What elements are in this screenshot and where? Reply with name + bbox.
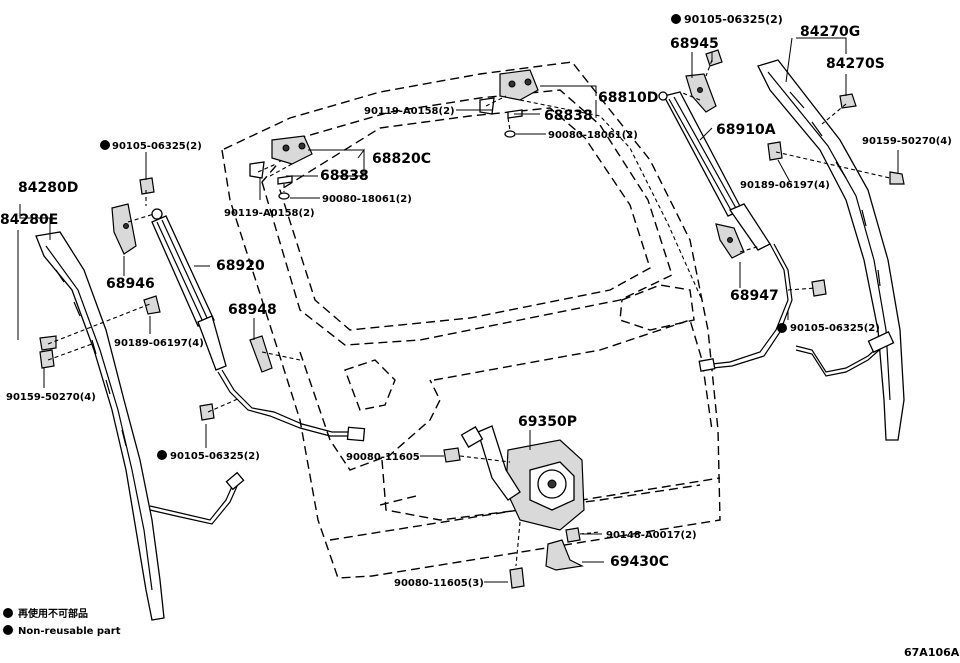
- label-68946: 68946: [106, 276, 155, 292]
- label-68910A: 68910A: [716, 122, 776, 138]
- bracket-69430C: [545, 539, 584, 571]
- legend: 再使用不可部品 Non-reusable part: [18, 607, 121, 637]
- label-90080-11605-3: 90080-11605(3): [394, 578, 484, 589]
- label-84270G: 84270G: [800, 24, 860, 40]
- label-90119-A0158-b: 90119-A0158(2): [224, 208, 315, 219]
- bracket-68946: [111, 203, 137, 255]
- label-90080-18061-b: 90080-18061(2): [322, 194, 412, 205]
- label-68820C: 68820C: [372, 151, 431, 167]
- fasteners: [39, 49, 905, 589]
- legend-en: Non-reusable part: [18, 626, 121, 637]
- label-90119-A0158-a: 90119-A0158(2): [364, 106, 455, 117]
- trim-panel-left: [35, 231, 165, 621]
- gas-strut-right: [658, 91, 771, 251]
- label-69430C: 69430C: [610, 554, 669, 570]
- label-84270S: 84270S: [826, 56, 885, 72]
- label-68920: 68920: [216, 258, 265, 274]
- leader-lines: [17, 37, 899, 583]
- label-68945: 68945: [670, 36, 719, 52]
- door-closer-motor: [460, 425, 585, 531]
- hinge-upper-left: [249, 135, 313, 179]
- label-90080-11605: 90080-11605: [346, 452, 420, 463]
- bracket-68948: [249, 335, 273, 373]
- label-90105-06325-top: 90105-06325(2): [684, 13, 783, 26]
- non-reusable-markers: [3, 14, 787, 635]
- label-68810D: 68810D: [598, 90, 658, 106]
- label-90080-18061-a: 90080-18061(2): [548, 130, 638, 141]
- label-84280E: 84280E: [0, 212, 58, 228]
- non-reusable-marker: [100, 140, 110, 150]
- label-68947: 68947: [730, 288, 779, 304]
- label-68838-b: 68838: [320, 168, 369, 184]
- legend-marker: [3, 608, 13, 618]
- bracket-68947: [715, 223, 745, 259]
- wire-harness-left: [149, 369, 366, 525]
- label-90105-06325-left-top: 90105-06325(2): [112, 141, 202, 152]
- label-90159-50270-right: 90159-50270(4): [862, 136, 952, 147]
- label-69350P: 69350P: [518, 414, 577, 430]
- installation-lines: [47, 59, 891, 567]
- part-labels: 90105-06325(2) 68945 84270G 84270S 68810…: [0, 13, 952, 589]
- label-90189-06197-left: 90189-06197(4): [114, 338, 204, 349]
- label-90148-A0017: 90148-A0017(2): [606, 530, 697, 541]
- label-90105-06325-right: 90105-06325(2): [790, 323, 880, 334]
- label-68838-a: 68838: [544, 108, 593, 124]
- gas-strut-left: [151, 208, 227, 371]
- legend-marker: [3, 625, 13, 635]
- label-90159-50270-left: 90159-50270(4): [6, 392, 96, 403]
- non-reusable-marker: [157, 450, 167, 460]
- diagram-id: 67A106A: [904, 646, 960, 659]
- hinge-upper-right: [479, 69, 539, 115]
- label-90189-06197-right: 90189-06197(4): [740, 180, 830, 191]
- non-reusable-marker: [671, 14, 681, 24]
- trim-panel-right: [757, 59, 905, 441]
- non-reusable-marker: [777, 323, 787, 333]
- legend-jp: 再使用不可部品: [18, 607, 88, 620]
- label-84280D: 84280D: [18, 180, 78, 196]
- bracket-68945: [685, 73, 717, 113]
- label-68948: 68948: [228, 302, 277, 318]
- label-90105-06325-left-bottom: 90105-06325(2): [170, 451, 260, 462]
